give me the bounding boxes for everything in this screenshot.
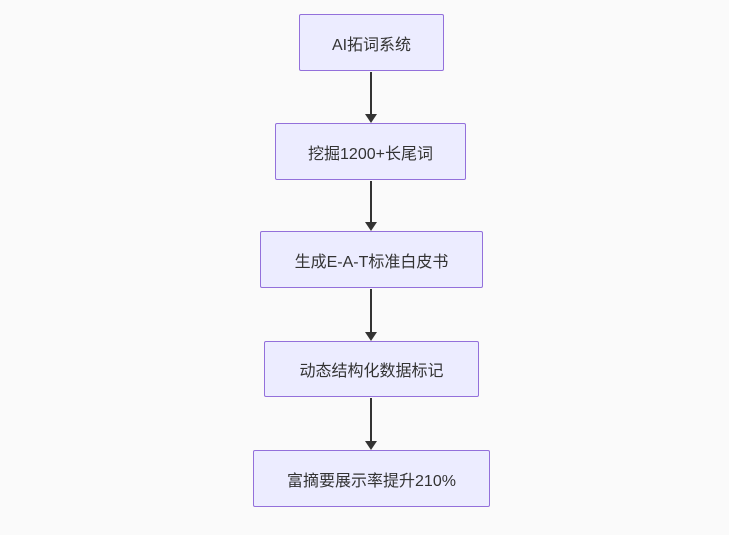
flow-node-label: 富摘要展示率提升210% [287, 472, 456, 490]
flow-node-label: 生成E-A-T标准白皮书 [294, 253, 449, 271]
flow-node-rich-snippet-result: 富摘要展示率提升210% [253, 450, 490, 507]
flow-node-eat-whitepaper: 生成E-A-T标准白皮书 [260, 231, 483, 288]
edge-line [370, 398, 372, 443]
flow-edge-3 [365, 289, 377, 341]
flow-node-label: AI拓词系统 [331, 36, 412, 54]
flow-node-structured-data-markup: 动态结构化数据标记 [264, 341, 479, 397]
flow-edge-1 [365, 72, 377, 123]
arrowhead-down-icon [365, 222, 377, 231]
flow-edge-4 [365, 398, 377, 450]
arrowhead-down-icon [365, 332, 377, 341]
flow-node-label: 动态结构化数据标记 [299, 363, 444, 380]
flow-edge-2 [365, 181, 377, 231]
edge-line [370, 72, 372, 116]
flow-node-label: 挖掘1200+长尾词 [308, 145, 433, 163]
arrowhead-down-icon [365, 441, 377, 450]
edge-line [370, 181, 372, 224]
flow-node-ai-word-expansion: AI拓词系统 [299, 14, 444, 71]
arrowhead-down-icon [365, 114, 377, 123]
flow-node-longtail-mining: 挖掘1200+长尾词 [275, 123, 466, 180]
edge-line [370, 289, 372, 334]
